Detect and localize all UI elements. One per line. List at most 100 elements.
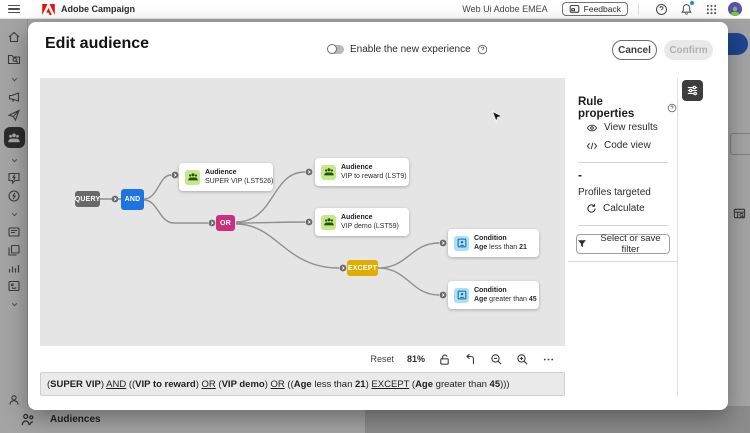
formula-segment: Age	[293, 378, 312, 390]
sidebar-item-content[interactable]	[0, 225, 28, 239]
formula-segment: (	[47, 378, 51, 390]
panel-right-divider	[677, 78, 678, 396]
sidebar-item-profile[interactable]	[0, 393, 28, 407]
chevron-down-icon	[11, 302, 17, 307]
unlock-button[interactable]	[438, 353, 451, 366]
avatar-figure-icon	[730, 6, 740, 16]
formula-segment: )	[100, 378, 107, 390]
and-operator-node[interactable]: AND	[121, 189, 144, 210]
new-experience-toggle[interactable]	[327, 44, 344, 54]
environment-label: Web Ui Adobe EMEA	[462, 4, 548, 14]
sidebar-item-templates[interactable]	[0, 243, 28, 257]
sidebar-section-chevron-1[interactable]	[0, 74, 28, 85]
view-results-button[interactable]: View results	[586, 122, 658, 133]
sidebar-item-audiences-selected[interactable]	[0, 127, 28, 148]
formula-segment: AND	[106, 378, 127, 390]
code-view-label: Code view	[604, 140, 651, 151]
sidebar-section-chevron-2[interactable]	[0, 155, 28, 166]
sidebar-item-assets[interactable]	[0, 279, 28, 293]
more-icon	[543, 358, 554, 360]
app-title: Adobe Campaign	[61, 4, 136, 14]
background-page-title: Audiences	[50, 414, 101, 425]
background-secondary-button[interactable]	[730, 133, 750, 155]
mouse-cursor	[492, 111, 501, 123]
sidebar-item-reports[interactable]	[0, 261, 28, 275]
formula-segment: OR	[270, 378, 285, 390]
notifications-button[interactable]	[679, 0, 695, 17]
sidebar-item-triggers[interactable]	[0, 189, 28, 203]
formula-segment: )	[365, 378, 372, 390]
hamburger-menu-icon[interactable]	[8, 5, 20, 13]
help-button[interactable]	[654, 2, 669, 17]
card-operator: less than	[487, 244, 520, 251]
or-operator-node[interactable]: OR	[216, 215, 235, 231]
code-view-button[interactable]: Code view	[586, 140, 651, 151]
select-or-save-filter-button[interactable]: Select or save filter	[576, 233, 670, 255]
formula-segment: 45	[489, 378, 501, 390]
audience-icon	[321, 164, 336, 180]
sidebar-item-campaigns[interactable]	[0, 90, 28, 104]
background-preview-button[interactable]	[733, 207, 746, 220]
formula-segment: ((	[126, 378, 136, 390]
feedback-button[interactable]: Feedback	[561, 2, 628, 16]
card-value: 45	[528, 296, 537, 303]
card-operator: greater than	[487, 296, 529, 303]
turn-arrow-icon	[466, 353, 475, 364]
confirm-button[interactable]: Confirm	[664, 40, 713, 60]
toggle-label: Enable the new experience	[350, 43, 471, 55]
audience-icon	[321, 214, 336, 230]
sidebar-item-deliveries[interactable]	[0, 108, 28, 122]
card-name: VIP demo (LST59)	[341, 223, 399, 230]
more-options-button[interactable]	[542, 353, 555, 366]
help-icon[interactable]	[477, 44, 488, 55]
home-icon	[8, 31, 20, 43]
refresh-icon	[587, 204, 596, 213]
reorganize-button[interactable]	[464, 353, 477, 366]
formula-segment: VIP demo	[221, 378, 265, 390]
zoom-in-icon	[517, 353, 528, 365]
sidebar-section-chevron-3[interactable]	[0, 209, 28, 220]
sidebar-item-transactional[interactable]	[0, 171, 28, 185]
calculate-label: Calculate	[603, 203, 645, 214]
grid-icon	[706, 4, 717, 14]
send-icon	[7, 109, 20, 122]
panel-settings-button[interactable]	[682, 80, 703, 101]
reset-button[interactable]: Reset	[370, 354, 394, 364]
card-type: Audience	[341, 164, 373, 171]
cancel-button[interactable]: Cancel	[612, 40, 657, 60]
query-node[interactable]: QUERY	[75, 191, 100, 207]
app-switcher-button[interactable]	[704, 2, 719, 17]
panel-heading: Rule properties	[578, 96, 635, 120]
card-field: Age	[474, 244, 488, 251]
calculate-button[interactable]: Calculate	[586, 203, 645, 214]
zoom-in-button[interactable]	[516, 353, 529, 366]
audiences-page-icon	[21, 413, 34, 425]
chevron-down-icon	[11, 158, 17, 163]
view-results-label: View results	[604, 122, 658, 133]
except-operator-node[interactable]: EXCEPT	[347, 260, 378, 276]
condition-icon	[454, 287, 469, 303]
notification-badge	[689, 0, 695, 6]
edit-audience-modal: Edit audience Enable the new experience …	[28, 22, 728, 410]
profiles-targeted-label: Profiles targeted	[578, 187, 651, 198]
help-icon[interactable]	[667, 103, 677, 113]
zoom-out-button[interactable]	[490, 353, 503, 366]
formula-segment: (	[409, 378, 416, 390]
table-search-icon	[733, 208, 746, 219]
sidebar-section-chevron-4[interactable]	[0, 299, 28, 310]
sidebar-item-explorer[interactable]	[0, 52, 28, 66]
sidebar-item-home[interactable]	[0, 30, 28, 44]
help-icon	[655, 3, 668, 15]
panel-divider	[578, 162, 668, 163]
sliders-icon	[687, 85, 698, 96]
card-icon	[8, 227, 20, 237]
formula-segment: )	[264, 378, 271, 390]
avatar[interactable]	[728, 2, 742, 16]
chart-icon	[8, 265, 20, 273]
